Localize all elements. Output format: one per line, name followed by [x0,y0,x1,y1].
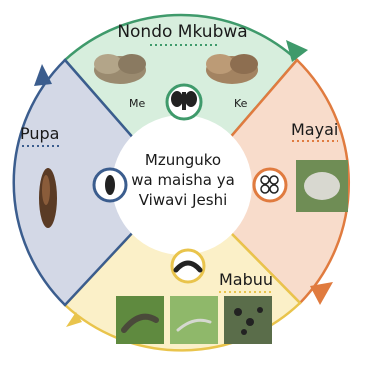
egg-photo [296,160,348,212]
pupa-photo [39,168,57,228]
stage-label-larva: Mabuu [219,270,273,289]
stage-label-egg: Mayai [291,120,338,139]
center-title-line-3: Viwavi Jeshi [118,190,248,210]
center-title-line-2: wa maisha ya [118,170,248,190]
sublabel-male: Ke [234,97,247,110]
larva-photo-1 [116,296,164,344]
center-title-line-1: Mzunguko [118,150,248,170]
moth-photo-male [206,54,258,84]
center-title: Mzunguko wa maisha ya Viwavi Jeshi [118,150,248,210]
larva-photo-3 [224,296,272,344]
stage-label-pupa: Pupa [20,124,59,143]
moth-photo-female [94,54,146,84]
moth-icon [167,85,201,119]
larva-icon [172,250,204,282]
arrow-egg-to-larva [310,282,333,305]
stage-label-adult: Nondo Mkubwa [0,22,365,42]
arrow-pupa-to-adult [34,64,52,86]
sublabel-female: Me [129,97,145,110]
egg-cluster-icon [254,169,286,201]
larva-photo-2 [170,296,218,344]
